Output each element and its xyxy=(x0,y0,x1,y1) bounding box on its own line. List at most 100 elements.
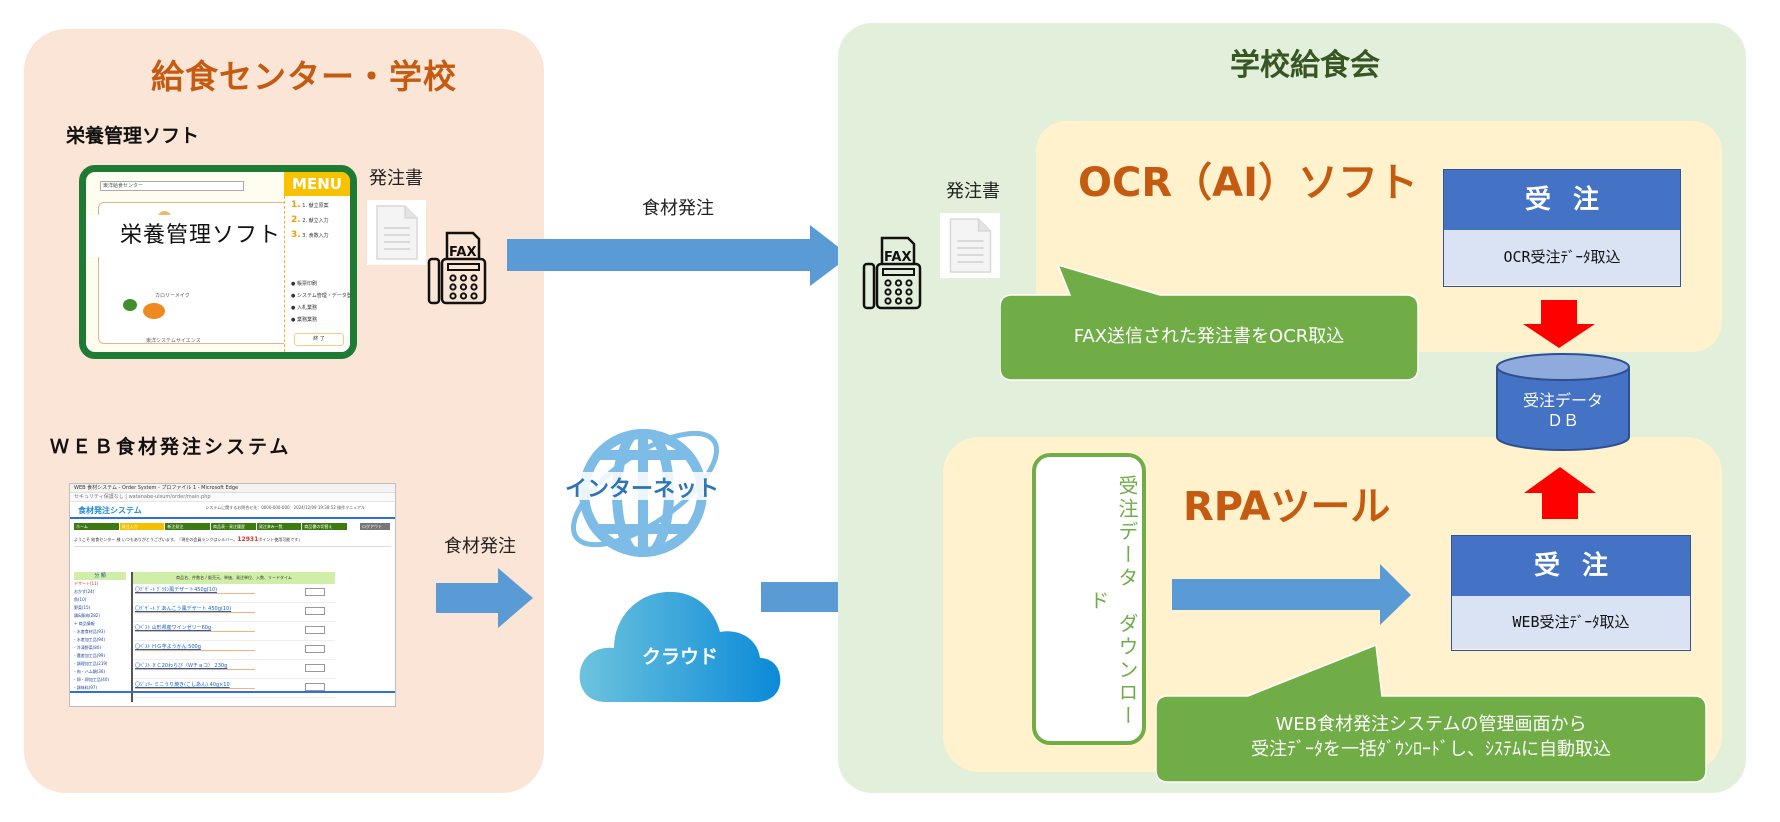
quantity-input[interactable] xyxy=(305,683,325,691)
category-item[interactable]: - 冷凍野菜(80) xyxy=(74,645,101,650)
product-row: 〇ﾍﾟｽﾄ ＸＣ20わらび（Ｗチョコ） 230g xyxy=(133,660,335,679)
facility-select: 東洋給食センター xyxy=(100,181,244,191)
order-form-label-right: 発注書 xyxy=(946,181,1000,202)
browser-title-bar: WEB 食材システム - Order System - プロファイル 1 - M… xyxy=(70,484,395,493)
product-row: 〇ﾃﾞｻﾞｰﾄ ｸﾞﾗﾀﾝ風デザート450g(10) xyxy=(133,584,335,603)
product-link[interactable]: 〇ﾃﾞｻﾞｰﾄ ｸﾞあんこう風デザート 450g(10) xyxy=(135,605,255,613)
product-link[interactable]: 〇ﾍﾟｽﾄ ＨＧ芋ようかん 500g xyxy=(135,643,255,651)
category-item[interactable]: おかず(24) xyxy=(74,589,95,594)
app-header: 食材発注システム システムに関するお問合せ先：0000-000-000 2024… xyxy=(70,502,395,519)
calorie-make-label: カロリーメイク xyxy=(155,293,190,299)
exit-button[interactable]: 終 了 xyxy=(294,333,344,346)
nutrition-overlay-label: 栄養管理ソフト xyxy=(86,215,286,257)
ocr-software-title: OCR（AI）ソフト xyxy=(1078,160,1418,206)
product-row: 〇ﾍﾟｽﾄ ＨＧ芋ようかん 500g xyxy=(133,641,335,660)
product-link[interactable]: 〇ｼﾞｪﾘｰ ミニうり焼き(こしあん) 40g×10 xyxy=(135,681,255,689)
internet-globe-icon: インターネット xyxy=(557,417,727,567)
quantity-input[interactable] xyxy=(305,626,325,634)
school-center-title: 給食センター・学校 xyxy=(151,57,457,96)
web-order-system-screenshot: WEB 食材システム - Order System - プロファイル 1 - M… xyxy=(69,483,396,707)
menu-header: MENU xyxy=(284,172,350,196)
nutrition-menu: 1. 1. 献立原案 2. 2. 献立入力 3. 3. 食数入力 ● 帳票印刷 … xyxy=(284,196,350,352)
nav-switch[interactable]: 商品書の切替え xyxy=(302,523,348,530)
rpa-callout: WEB食材発注システムの管理画面から 受注ﾃﾞｰﾀを一括ﾀﾞｳﾝﾛｰﾄﾞし、ｼｽ… xyxy=(1156,642,1710,784)
category-item[interactable]: - 調味料(97) xyxy=(74,685,97,690)
product-link[interactable]: 〇ﾃﾞｻﾞｰﾄ ｸﾞﾗﾀﾝ風デザート450g(10) xyxy=(135,586,255,594)
category-item[interactable]: - 肉・ハム類(36) xyxy=(74,669,105,674)
fax-icon: FAX xyxy=(427,231,487,305)
app-name: 食材発注システム xyxy=(78,506,142,515)
order-box-subtitle: WEB受注ﾃﾞｰﾀ取込 xyxy=(1452,596,1690,649)
product-list: 商品名、件数名 / 販売元、単価、発注単位、入数、リードタイム 〇ﾃﾞｻﾞｰﾄ … xyxy=(131,572,335,702)
order-database-icon: 受注データ ＤＢ xyxy=(1495,353,1631,451)
nav-home[interactable]: ホーム xyxy=(74,523,119,530)
category-item[interactable]: - 水産加工品(94) xyxy=(74,637,105,642)
database-label: 受注データ ＤＢ xyxy=(1522,391,1603,430)
rpa-callout-text: WEB食材発注システムの管理画面から 受注ﾃﾞｰﾀを一括ﾀﾞｳﾝﾛｰﾄﾞし、ｼｽ… xyxy=(1251,714,1611,760)
category-item[interactable]: + 商品情報 xyxy=(74,621,95,626)
download-box-text: 受注データ ダウンロード xyxy=(1086,474,1139,728)
menu-item[interactable]: 3. 3. 食数入力 xyxy=(291,230,329,240)
nav-history[interactable]: 商品表・発注履歴 xyxy=(211,523,256,530)
menu-item[interactable]: 1. 1. 献立原案 xyxy=(291,200,329,210)
cloud-icon: クラウド xyxy=(578,588,782,704)
vendor-footer: 東洋システムサイエンス xyxy=(146,338,201,344)
product-row: 〇ﾍﾟｽﾄ 山形県産ワインゼリー60g xyxy=(133,622,335,641)
category-item[interactable]: 魚(10) xyxy=(74,597,87,602)
welcome-message: ようこそ 給食センター 様 いつもありがとうございます。『現在の会員ランクはシル… xyxy=(74,536,391,547)
menu-item[interactable]: ● 業務業務 xyxy=(291,317,317,323)
menu-item[interactable]: ● システム管理・データ登録 xyxy=(291,293,357,299)
document-icon xyxy=(367,200,426,265)
web-to-db-arrow xyxy=(1524,467,1596,519)
product-link[interactable]: 〇ﾍﾟｽﾄ 山形県産ワインゼリー60g xyxy=(135,624,255,632)
category-item[interactable]: - 卵・卵加工品(40) xyxy=(74,677,109,682)
order-form-label-left: 発注書 xyxy=(369,168,423,189)
order-box-subtitle: OCR受注ﾃﾞｰﾀ取込 xyxy=(1444,230,1680,285)
order-box-title: 受注 xyxy=(1452,536,1690,596)
web-order-box: 受注 WEB受注ﾃﾞｰﾀ取込 xyxy=(1451,535,1691,651)
nav-new-order[interactable]: 新注発注 xyxy=(165,523,211,530)
menu-item[interactable]: ● 入札業務 xyxy=(291,305,317,311)
nav-ordered-list[interactable]: 発注済み一覧 xyxy=(256,523,302,530)
rpa-tool-title: RPAツール xyxy=(1183,484,1391,530)
fax-order-arrow xyxy=(507,225,852,287)
broccoli-illustration xyxy=(123,299,137,311)
quantity-input[interactable] xyxy=(305,645,325,653)
product-link[interactable]: 〇ﾍﾟｽﾄ ＸＣ20わらび（Ｗチョコ） 230g xyxy=(135,662,255,670)
quantity-input[interactable] xyxy=(305,607,325,615)
web-order-arrow xyxy=(436,568,534,630)
svg-text:FAX: FAX xyxy=(884,250,911,265)
nutrition-software-screenshot: 東洋給食センター カロリーメイク 栄養管理ソフト MENU 1. 1. 献立原案… xyxy=(79,165,357,359)
internet-label: インターネット xyxy=(564,477,719,502)
nav-order-entry[interactable]: 発注入力 xyxy=(119,523,165,530)
menu-item[interactable]: 2. 2. 献立入力 xyxy=(291,215,329,225)
ocr-callout: FAX送信された発注書をOCR取込 xyxy=(1000,262,1420,382)
product-list-header: 商品名、件数名 / 販売元、単価、発注単位、入数、リードタイム xyxy=(133,572,335,584)
browser-address-bar[interactable]: セキュリティ保護なし | watanabe-ulsum/order/main.p… xyxy=(70,493,395,502)
pumpkin-illustration xyxy=(143,303,165,319)
product-row: 〇ﾃﾞｻﾞｰﾄ ｸﾞあんこう風デザート 450g(10) xyxy=(133,603,335,622)
food-order-label-top: 食材発注 xyxy=(642,198,714,219)
cloud-label: クラウド xyxy=(641,646,718,668)
category-header: 分 類 xyxy=(74,572,126,580)
quantity-input[interactable] xyxy=(305,588,325,596)
category-item[interactable]: - 農産加工品(99) xyxy=(74,653,105,658)
food-order-label-bottom: 食材発注 xyxy=(444,536,516,557)
nav-logout[interactable]: ログアウト xyxy=(360,523,391,530)
school-lunch-association-title: 学校給食会 xyxy=(1230,48,1380,83)
category-item[interactable]: - 調理加工品(219) xyxy=(74,661,108,666)
category-item[interactable]: 野菜(15) xyxy=(74,605,91,610)
category-item[interactable]: - 水産食材品(93) xyxy=(74,629,105,634)
menu-item[interactable]: ● 帳票印刷 xyxy=(291,281,317,287)
web-order-system-heading: ＷＥＢ食材発注システム xyxy=(50,436,292,458)
quantity-input[interactable] xyxy=(305,664,325,672)
fax-icon: FAX xyxy=(862,236,922,310)
ocr-callout-text: FAX送信された発注書をOCR取込 xyxy=(1073,326,1345,347)
app-info: システムに関するお問合せ先：0000-000-000 2024/12/09 19… xyxy=(205,505,365,510)
order-box-title: 受注 xyxy=(1444,170,1680,230)
svg-text:FAX: FAX xyxy=(449,245,476,260)
points-value: 12931 xyxy=(237,536,259,543)
category-item[interactable]: デザート(11) xyxy=(74,581,99,586)
ocr-to-db-arrow xyxy=(1523,300,1595,348)
category-item[interactable]: 鶏&豚肉(282) xyxy=(74,613,100,618)
